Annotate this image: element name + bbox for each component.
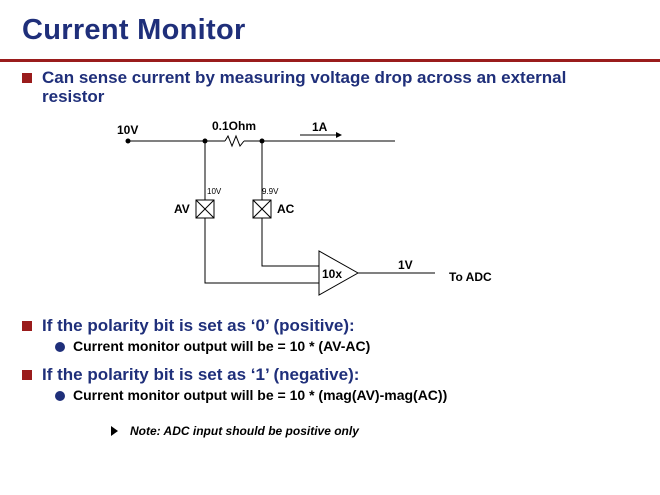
av-voltage-label: 10V (207, 187, 222, 196)
current-label: 1A (312, 120, 328, 134)
note-arrow-icon (111, 426, 118, 436)
sub-bullet-dot (55, 391, 65, 401)
title-divider (0, 59, 660, 62)
bullet-sense-text: Can sense current by measuring voltage d… (42, 68, 567, 106)
page-title: Current Monitor (22, 14, 246, 46)
wire-av-to-amp (204, 218, 319, 284)
input-voltage-label: 10V (117, 123, 138, 137)
current-arrowhead (336, 132, 342, 138)
bullet-negative-heading: If the polarity bit is set as ‘1’ (negat… (42, 365, 360, 384)
ac-label: AC (277, 202, 295, 216)
negative-detail-text: Current monitor output will be = 10 * (m… (73, 387, 448, 403)
av-label: AV (174, 202, 190, 216)
resistor-symbol (224, 134, 245, 148)
bullet-positive-heading: If the polarity bit is set as ‘0’ (posit… (42, 316, 355, 335)
bullet-marker (22, 321, 32, 331)
adc-note: Note: ADC input should be positive only (130, 424, 359, 438)
junction-av (202, 138, 208, 144)
bullet-marker (22, 73, 32, 83)
input-node (125, 138, 131, 144)
output-destination-label: To ADC (449, 270, 492, 284)
positive-detail-text: Current monitor output will be = 10 * (A… (73, 338, 371, 354)
amp-gain-label: 10x (322, 267, 342, 281)
amplifier-symbol (318, 250, 360, 296)
ac-voltage-label: 9.9V (262, 187, 279, 196)
wire-ac-to-amp (261, 218, 319, 267)
junction-ac (259, 138, 265, 144)
bullet-marker (22, 370, 32, 380)
output-voltage-label: 1V (398, 258, 413, 272)
sub-bullet-dot (55, 342, 65, 352)
resistor-label: 0.1Ohm (212, 119, 256, 133)
